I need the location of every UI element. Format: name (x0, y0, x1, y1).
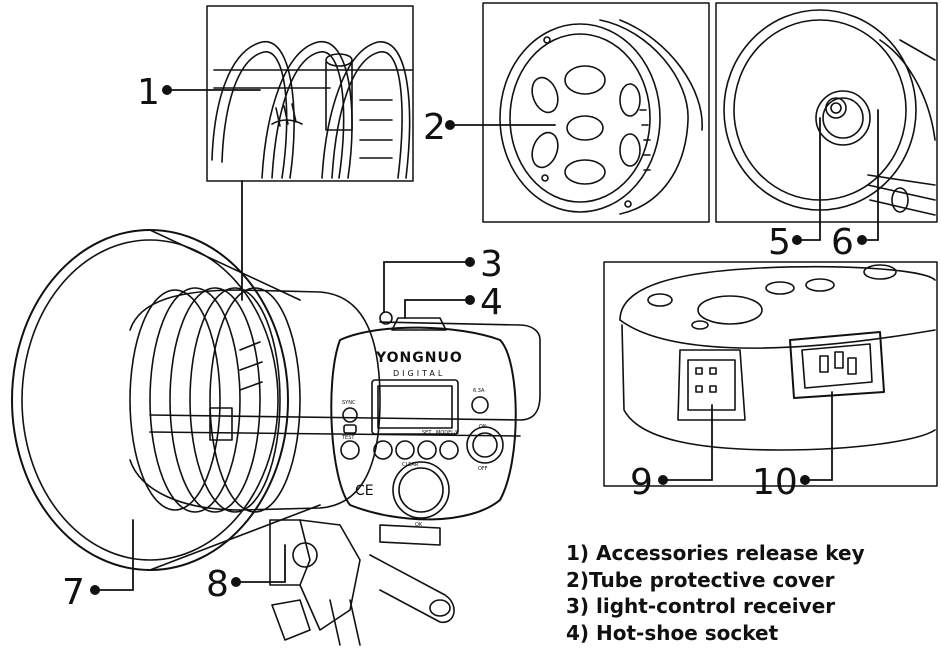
label-modeling: MODEL/C (436, 430, 460, 436)
legend: 1) Accessories release key 2)Tube protec… (566, 540, 936, 646)
inset-lamp-socket (715, 2, 938, 223)
inset-socket-panel (603, 261, 938, 487)
callout-numbers: 1 2 3 4 5 6 7 8 9 10 (62, 72, 854, 613)
callout-4: 4 (480, 282, 503, 323)
brand-sub: DIGITAL (393, 369, 445, 378)
label-on: ON (479, 424, 487, 430)
inset-tube-cover (482, 2, 710, 223)
label-test: TEST (341, 435, 355, 441)
flash-main-unit (11, 229, 541, 646)
callout-5: 5 (768, 222, 791, 263)
callout-3: 3 (480, 244, 503, 285)
callout-2: 2 (423, 107, 446, 148)
legend-item-1: 1) Accessories release key (566, 541, 865, 565)
callout-7: 7 (62, 572, 85, 613)
callout-10: 10 (752, 462, 798, 503)
brand-main: YONGNUO (375, 350, 463, 366)
legend-item-4: 4) Hot-shoe socket (566, 620, 779, 645)
label-ok: OK (415, 522, 423, 528)
label-clear: CLEAR (402, 462, 419, 468)
callout-6: 6 (831, 222, 854, 263)
label-off: OFF (478, 466, 488, 472)
label-fuse: 6.3A (473, 388, 485, 394)
callout-8: 8 (206, 564, 229, 605)
label-ce: CE (355, 483, 374, 499)
callout-dots (90, 85, 867, 595)
legend-item-2: 2)Tube protective cover (566, 567, 835, 592)
label-sync: SYNC (342, 400, 356, 406)
callout-1: 1 (137, 72, 160, 113)
panel-labels: YONGNUO DIGITAL SYNC TEST MODEL/C SET CL… (341, 350, 488, 528)
legend-item-3: 3) light-control receiver (566, 594, 836, 618)
callout-9: 9 (630, 462, 653, 503)
label-set: SET (422, 430, 432, 436)
inset-release-key (206, 5, 414, 182)
